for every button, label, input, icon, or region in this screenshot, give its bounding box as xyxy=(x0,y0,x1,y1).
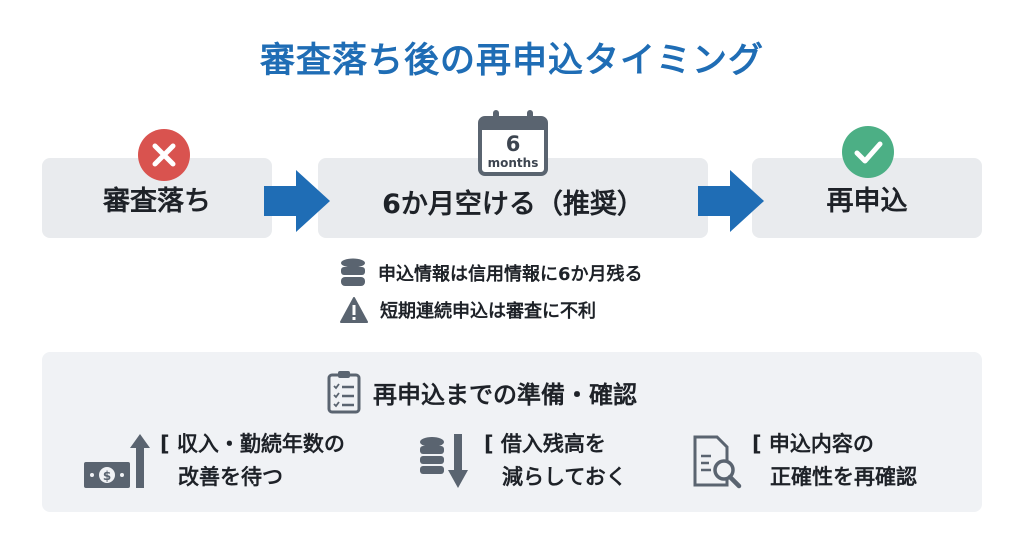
document-search-icon xyxy=(693,435,742,489)
svg-text:$: $ xyxy=(103,469,111,483)
step-label: 再申込 xyxy=(826,185,908,217)
warning-icon xyxy=(340,297,368,323)
calendar-icon: 6 months xyxy=(478,108,548,176)
arrow-right-icon xyxy=(264,170,330,232)
step-label: 審査落ち xyxy=(103,185,211,217)
coins-down-icon xyxy=(420,434,468,488)
money-up-icon: $ xyxy=(84,434,150,488)
prep-item-line: 改善を待つ xyxy=(178,465,283,489)
calendar-unit: months xyxy=(487,156,539,170)
x-circle-icon xyxy=(138,129,190,181)
note-text: 申込情報は信用情報に6か月残る xyxy=(378,264,643,285)
prep-item-line: [ 収入・勤続年数の xyxy=(160,432,345,456)
prep-panel xyxy=(42,352,982,512)
note-credit-record: 申込情報は信用情報に6か月残る xyxy=(340,258,643,288)
prep-heading: 再申込までの準備・確認 xyxy=(327,370,637,414)
step-label: 6か月空ける（推奨） xyxy=(382,188,644,220)
prep-item: [ 収入・勤続年数の改善を待つ xyxy=(160,428,345,494)
prep-item: [ 申込内容の正確性を再確認 xyxy=(752,428,917,494)
arrow-right-icon xyxy=(698,170,764,232)
calendar-number: 6 xyxy=(505,132,521,156)
prep-item-line: 減らしておく xyxy=(502,465,627,489)
clipboard-icon xyxy=(327,371,361,414)
prep-item-line: [ 借入残高を xyxy=(484,432,606,456)
note-warning: 短期連続申込は審査に不利 xyxy=(340,297,596,323)
prep-item-line: [ 申込内容の xyxy=(752,432,874,456)
note-text: 短期連続申込は審査に不利 xyxy=(380,301,596,322)
step-wait: 6か月空ける（推奨） xyxy=(318,158,708,238)
prep-heading-text: 再申込までの準備・確認 xyxy=(373,380,637,409)
page-title: 審査落ち後の再申込タイミング xyxy=(259,41,764,81)
prep-item-line: 正確性を再確認 xyxy=(770,465,917,489)
prep-item: [ 借入残高を減らしておく xyxy=(484,428,627,494)
check-circle-icon xyxy=(842,126,894,178)
database-icon xyxy=(341,258,365,286)
